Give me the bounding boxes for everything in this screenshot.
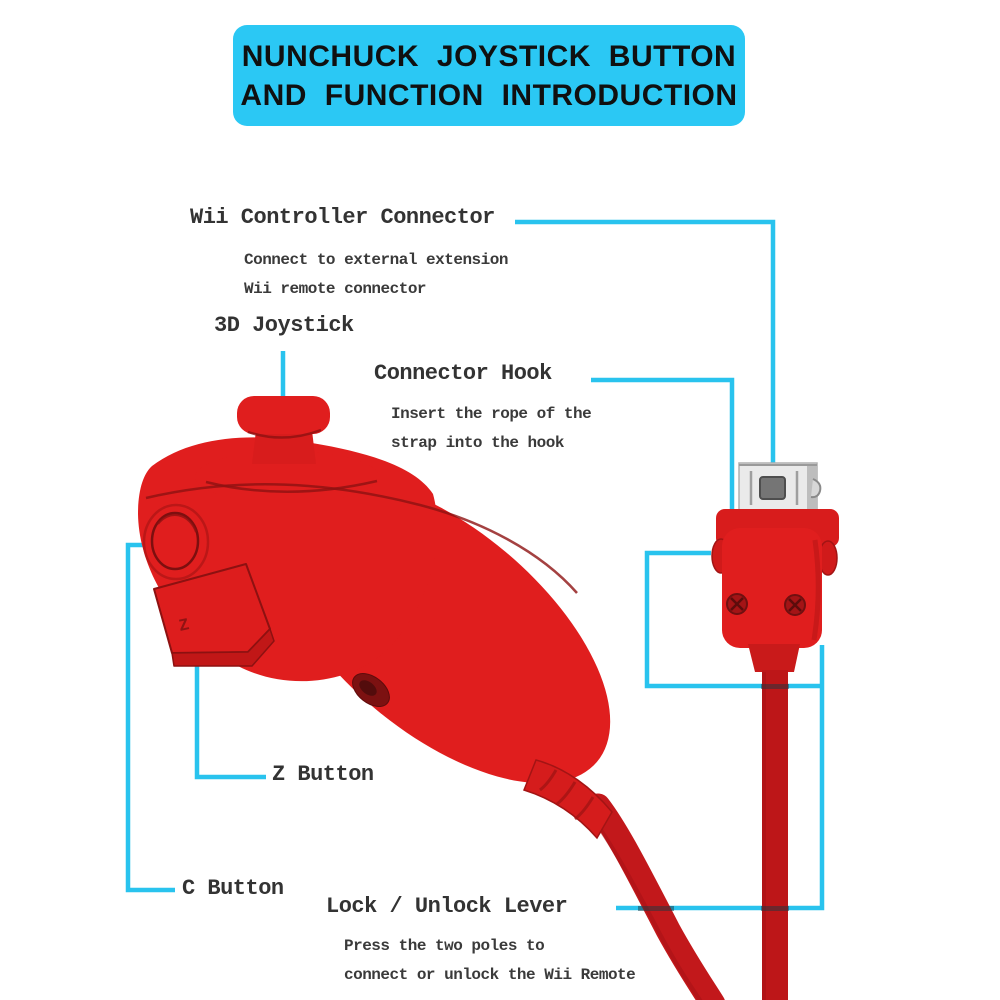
plug-screw-left-cross bbox=[730, 597, 744, 611]
plug-body-shading bbox=[811, 539, 821, 641]
plug-side-clip bbox=[810, 478, 822, 499]
desc-line: strap into the hook bbox=[391, 434, 564, 452]
desc-connector-hook: Insert the rope of the strap into the ho… bbox=[391, 400, 592, 458]
plug-socket bbox=[759, 476, 786, 500]
plug-screw-right-cross bbox=[788, 598, 802, 612]
label-3d-joystick: 3D Joystick bbox=[214, 313, 354, 338]
banner-line-1: NUNCHUCK JOYSTICK BUTTON bbox=[241, 39, 737, 73]
label-c-button: C Button bbox=[182, 876, 284, 901]
boot-ridge bbox=[539, 769, 558, 792]
joystick-cap bbox=[237, 396, 330, 434]
desc-line: Insert the rope of the bbox=[391, 405, 592, 423]
cable-boot bbox=[523, 759, 613, 840]
callout-connector-hook bbox=[591, 377, 735, 515]
z-button-glyph: Z bbox=[177, 616, 191, 637]
c-button bbox=[150, 511, 200, 571]
desc-lock-unlock-lever: Press the two poles to connect or unlock… bbox=[344, 932, 636, 990]
desc-line: connect or unlock the Wii Remote bbox=[344, 966, 636, 984]
boot-ridge bbox=[574, 796, 595, 821]
callout-wii-controller-connector bbox=[515, 219, 776, 466]
label-wii-controller-connector: Wii Controller Connector bbox=[190, 205, 495, 230]
body-seam bbox=[145, 483, 578, 594]
joystick-cap-seam bbox=[247, 428, 322, 439]
callout-c-button bbox=[125, 542, 175, 893]
c-button-recess bbox=[142, 503, 210, 581]
nunchuck-cable-shading bbox=[586, 810, 703, 1000]
plug-cable-taper bbox=[748, 644, 800, 672]
nunchuck: Z bbox=[138, 396, 725, 1000]
body-dimple-core bbox=[359, 680, 377, 696]
desc-line: Connect to external extension bbox=[244, 251, 508, 269]
desc-line: Press the two poles to bbox=[344, 937, 545, 955]
callout-z-button bbox=[194, 644, 266, 780]
label-connector-hook: Connector Hook bbox=[374, 361, 552, 386]
z-button-lip bbox=[171, 628, 275, 667]
title-banner: NUNCHUCK JOYSTICK BUTTON AND FUNCTION IN… bbox=[233, 25, 745, 126]
wii-plug bbox=[711, 462, 839, 1000]
label-lock-unlock-lever: Lock / Unlock Lever bbox=[326, 894, 568, 919]
boot-ridge bbox=[556, 781, 577, 806]
desc-wii-controller-connector: Connect to external extension Wii remote… bbox=[244, 246, 508, 304]
callout-lock-lever-lower bbox=[616, 645, 825, 911]
banner-line-2: AND FUNCTION INTRODUCTION bbox=[240, 78, 738, 112]
c-button-highlight bbox=[157, 514, 197, 533]
overlap-lever-lower-on-plug-cable bbox=[761, 906, 789, 911]
desc-line: Wii remote connector bbox=[244, 280, 427, 298]
line-cable-overlaps bbox=[638, 684, 789, 911]
callout-lines bbox=[125, 219, 825, 911]
nunchuck-cable bbox=[585, 793, 725, 1000]
overlap-lever-lower-on-nunchuck-cable bbox=[638, 906, 674, 911]
plug-body bbox=[722, 528, 822, 648]
label-z-button: Z Button bbox=[272, 762, 374, 787]
callout-lock-lever-upper bbox=[644, 550, 822, 689]
plug-cable bbox=[762, 670, 788, 1000]
overlap-lever-upper-on-plug-cable bbox=[761, 684, 789, 689]
